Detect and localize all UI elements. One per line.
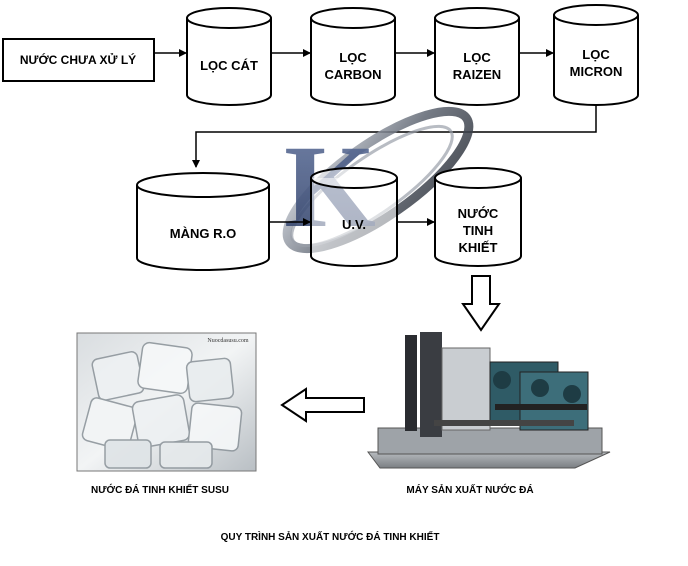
pure-water-label-line1: NƯỚC — [458, 206, 499, 221]
ro-membrane-label: MÀNG R.O — [170, 226, 236, 241]
carbon-filter-label-line1: LỌC — [339, 50, 367, 65]
pure-water-cylinder: NƯỚC TINH KHIẾT — [434, 167, 522, 267]
down-block-arrow — [461, 275, 501, 332]
raizen-filter-label-line1: LỌC — [463, 50, 491, 65]
micron-filter-label-line1: LỌC — [582, 47, 610, 62]
ro-membrane-cylinder: MÀNG R.O — [136, 172, 270, 271]
ice-machine-caption: MÁY SẢN XUẤT NƯỚC ĐÁ — [406, 483, 533, 496]
source-water-label: NƯỚC CHƯA XỬ LÝ — [20, 52, 136, 67]
source-water-box — [2, 38, 155, 82]
sand-filter-label: LỌC CÁT — [200, 58, 258, 73]
diagram-title: QUY TRÌNH SẢN XUẤT NƯỚC ĐÁ TINH KHIẾT — [221, 530, 440, 543]
uv-cylinder: U.V. — [310, 167, 398, 267]
pure-water-label-line2: TINH — [463, 223, 493, 238]
ice-photo: Nuocdasusu.com — [76, 332, 257, 472]
pure-water-label-line3: KHIẾT — [459, 240, 498, 255]
sand-filter-cylinder: LỌC CÁT — [186, 7, 272, 106]
ice-photo-caption: NƯỚC ĐÁ TINH KHIẾT SUSU — [91, 483, 229, 496]
arrow-micron-to-ro — [192, 105, 597, 168]
micron-filter-cylinder: LỌC MICRON — [553, 4, 639, 106]
raizen-filter-label-line2: RAIZEN — [453, 67, 501, 82]
carbon-filter-label-line2: CARBON — [324, 67, 381, 82]
carbon-filter-cylinder: LỌC CARBON — [310, 7, 396, 106]
micron-filter-label-line2: MICRON — [570, 64, 623, 79]
raizen-filter-cylinder: LỌC RAIZEN — [434, 7, 520, 106]
ice-photo-watermark: Nuocdasusu.com — [207, 338, 248, 344]
ice-machine-photo — [367, 332, 611, 469]
left-block-arrow — [280, 387, 365, 423]
uv-label: U.V. — [342, 217, 366, 232]
